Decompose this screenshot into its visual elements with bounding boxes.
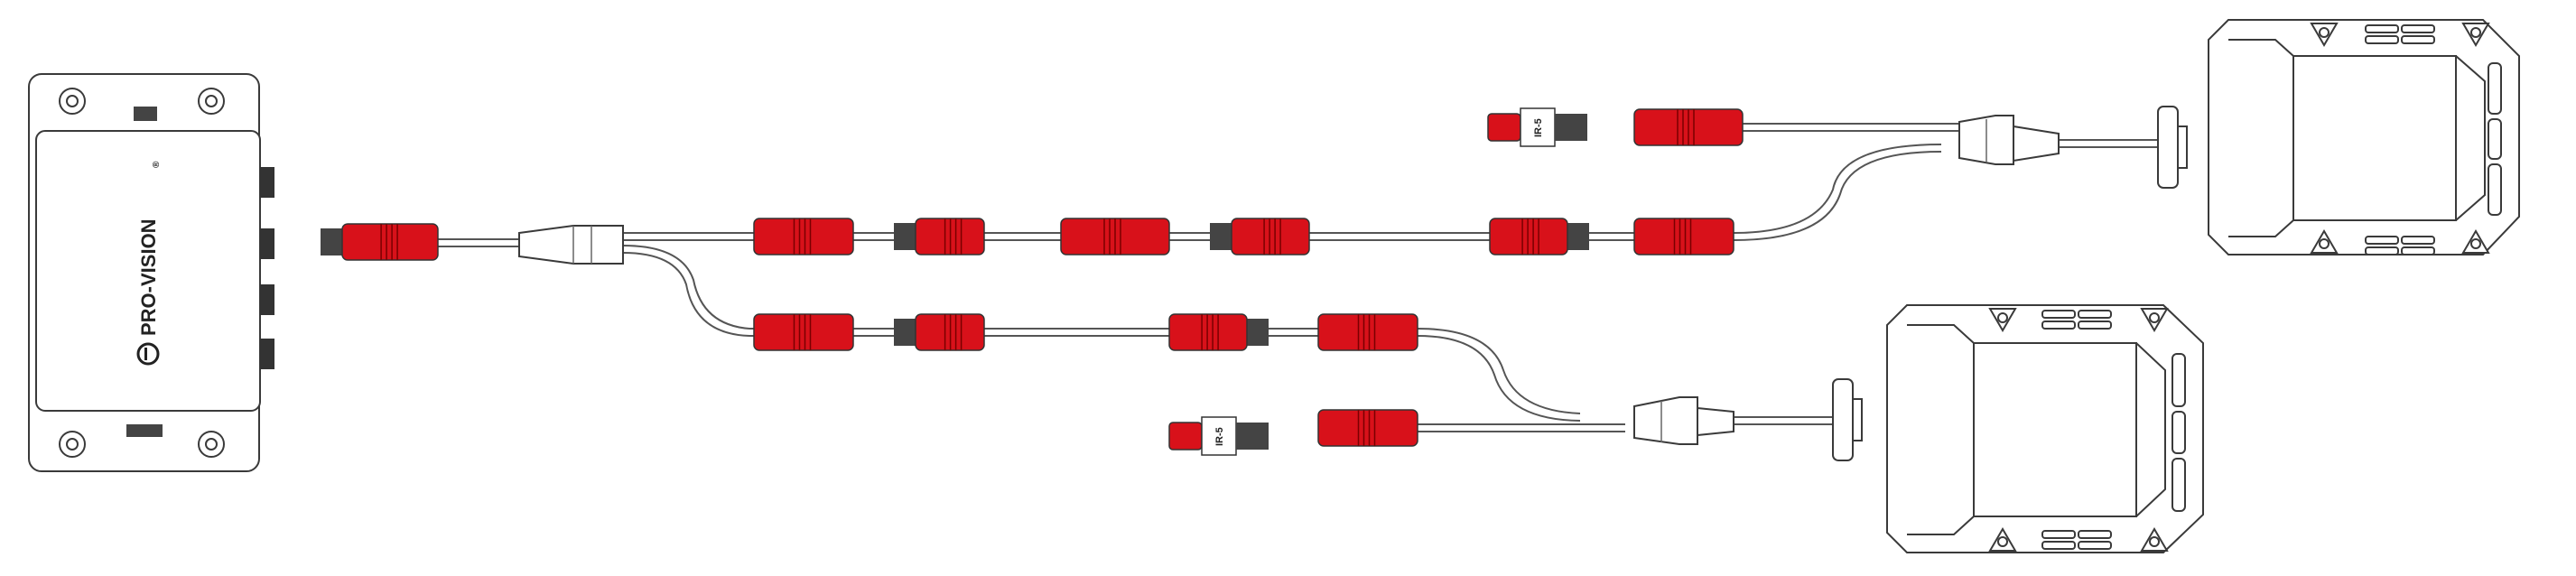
screw-icon [1988, 308, 2169, 552]
screw-icon [2310, 23, 2490, 254]
port-1 [260, 167, 274, 198]
light-head-upper [2157, 19, 2520, 255]
vent-slots-icon [2041, 310, 2112, 550]
mount-screw-icon [198, 88, 225, 115]
red-connector [1633, 218, 1734, 255]
control-box: PRO-VISION ® [28, 73, 274, 472]
brand-name: PRO-VISION [137, 218, 160, 336]
connectors [321, 108, 1744, 447]
red-connector [321, 223, 439, 261]
y-splitter [1958, 115, 2060, 165]
red-connector [1210, 218, 1310, 255]
red-connector [753, 218, 854, 255]
ir5-label-lower: IR-5 [1214, 427, 1225, 446]
y-splitter [518, 225, 624, 265]
red-connector [1168, 313, 1269, 351]
provision-logo-icon [136, 342, 160, 366]
mount-screw-icon [59, 88, 86, 115]
red-connector [894, 218, 985, 255]
red-connector [1633, 108, 1744, 146]
red-connector [753, 313, 854, 351]
port-3 [260, 284, 274, 315]
ir5-accessory-upper: IR-5 [1487, 107, 1587, 147]
ir5-label-upper: IR-5 [1533, 118, 1544, 137]
y-splitter [1633, 396, 1734, 445]
port-4 [260, 339, 274, 369]
red-connector [894, 313, 985, 351]
vent-slots-icon [2365, 24, 2435, 255]
registered-mark: ® [152, 161, 162, 168]
red-connector [1060, 218, 1170, 255]
port-2 [260, 228, 274, 259]
ir5-accessory-lower: IR-5 [1168, 416, 1269, 456]
mount-screw-icon [198, 431, 225, 458]
red-connector [1317, 409, 1418, 447]
mount-screw-icon [59, 431, 86, 458]
red-connector [1317, 313, 1418, 351]
light-head-lower [1832, 304, 2204, 553]
red-connector [1489, 218, 1589, 255]
